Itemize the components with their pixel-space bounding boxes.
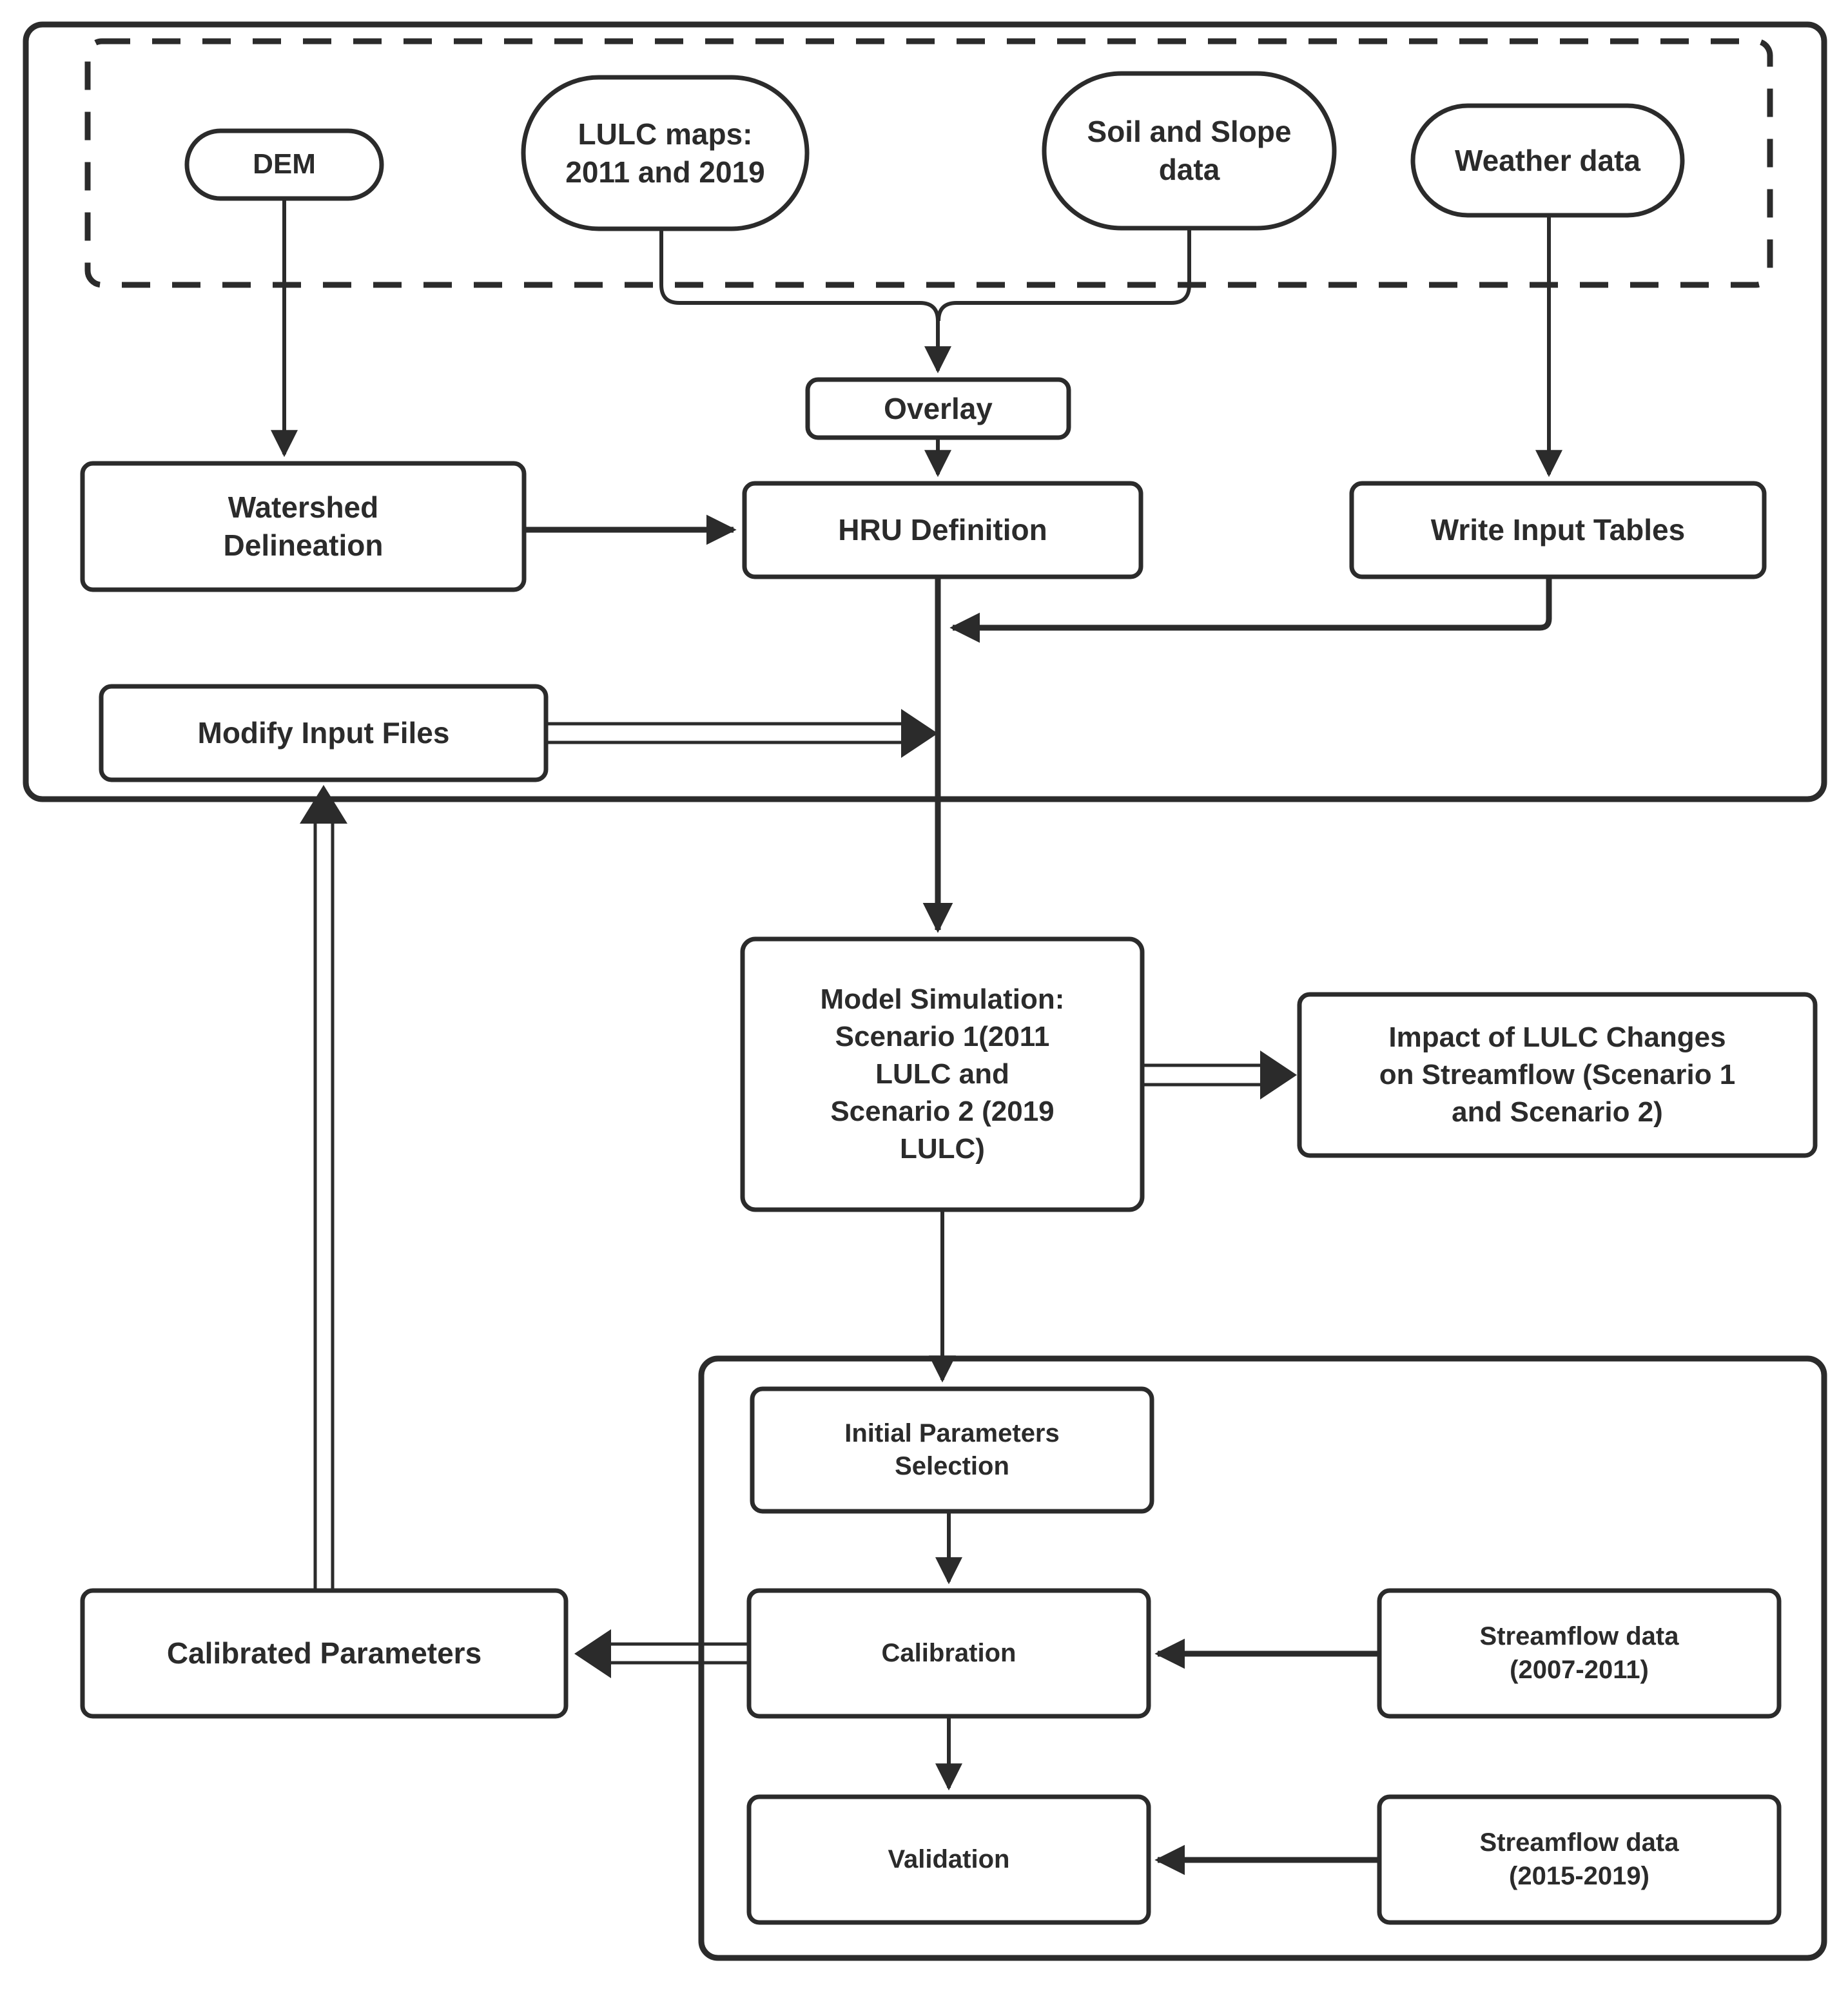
edge-lulc-to-merge: [659, 229, 920, 305]
edge-soil-to-merge: [957, 228, 1191, 305]
edge-write-tables-to-trunk: [949, 577, 1552, 643]
node-watershed-delineation[interactable]: [80, 461, 527, 592]
node-calibrated-parameters[interactable]: [80, 1588, 569, 1719]
node-hru-definition[interactable]: [742, 481, 1143, 579]
node-lulc-maps[interactable]: [521, 75, 810, 231]
edge-merge-to-overlay: [919, 301, 951, 374]
arrowhead-simulation-to-impact: [1260, 1050, 1297, 1099]
arrowhead-modify-files-to-trunk: [901, 709, 938, 758]
node-soil-slope[interactable]: [1042, 71, 1337, 231]
node-dem[interactable]: [184, 128, 384, 201]
node-streamflow-calibration[interactable]: [1377, 1588, 1782, 1719]
outer-model-setup-container: [23, 21, 1827, 802]
node-streamflow-validation[interactable]: [1377, 1794, 1782, 1925]
node-weather-data[interactable]: [1410, 103, 1685, 218]
node-write-input-tables[interactable]: [1349, 481, 1767, 579]
node-model-simulation[interactable]: [740, 936, 1145, 1212]
input-data-dashed-group: [84, 38, 1773, 288]
node-initial-parameters[interactable]: [750, 1386, 1154, 1514]
node-impact-lulc[interactable]: [1297, 992, 1818, 1158]
calibration-validation-container: [698, 1355, 1827, 1961]
node-validation[interactable]: [746, 1794, 1151, 1925]
arrowhead-calibrated-params-to-modify-files: [300, 785, 347, 824]
node-modify-input-files[interactable]: [99, 684, 549, 782]
node-calibration[interactable]: [746, 1588, 1151, 1719]
arrowhead-calibration-to-calibrated-params: [574, 1629, 611, 1678]
node-overlay[interactable]: [805, 377, 1071, 440]
edge-merge-join-right: [937, 301, 957, 322]
